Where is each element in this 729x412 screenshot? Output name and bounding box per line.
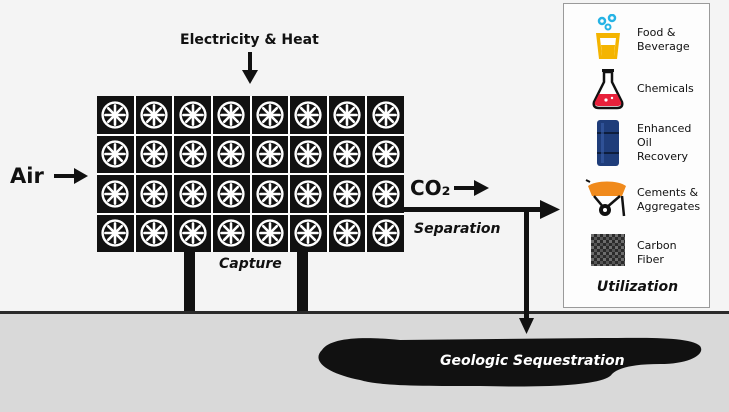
fan-unit: [251, 175, 289, 213]
fan-unit: [290, 175, 327, 213]
fan-icon: [101, 140, 129, 168]
fan-unit: [212, 214, 250, 252]
fan-icon: [140, 180, 168, 208]
fan-unit: [97, 135, 134, 173]
fan-icon: [101, 219, 129, 247]
fan-icon: [178, 140, 207, 168]
fan-unit: [251, 135, 289, 173]
fan-unit: [97, 175, 134, 213]
fan-unit: [328, 96, 366, 134]
fan-unit: [290, 214, 327, 252]
fan-icon: [294, 140, 323, 168]
chemical-flask-icon: [592, 69, 624, 110]
fan-unit: [251, 214, 289, 252]
energy-arrow: [242, 52, 258, 84]
air-arrow: [54, 168, 88, 184]
fan-unit: [367, 214, 404, 252]
fan-icon: [140, 219, 168, 247]
fan-icon: [372, 219, 400, 247]
fan-icon: [256, 101, 284, 129]
fan-icon: [333, 140, 361, 168]
fan-icon: [101, 180, 129, 208]
fan-icon: [256, 219, 284, 247]
util-label-chemicals: Chemicals: [637, 82, 694, 95]
util-item-cement: Cements &Aggregates: [564, 176, 711, 222]
collector-leg-left: [184, 250, 195, 311]
fan-icon: [333, 101, 361, 129]
energy-label: Electricity & Heat: [180, 32, 319, 48]
fan-unit: [174, 96, 211, 134]
fan-unit: [97, 96, 134, 134]
fan-unit: [367, 96, 404, 134]
util-item-chemicals: Chemicals: [564, 66, 711, 110]
fan-icon: [178, 180, 207, 208]
sequestration-layer: [318, 337, 702, 387]
co2-arrow: [454, 180, 489, 196]
fan-unit: [212, 96, 250, 134]
oil-barrel-icon: [597, 120, 619, 166]
fan-icon: [178, 101, 207, 129]
fan-unit: [135, 214, 173, 252]
fan-unit: [212, 175, 250, 213]
fan-unit: [135, 175, 173, 213]
fan-icon: [178, 219, 207, 247]
air-collector-array: [97, 96, 404, 252]
capture-label: Capture: [219, 256, 282, 272]
collector-leg-right: [297, 250, 308, 311]
fan-unit: [251, 96, 289, 134]
fan-icon: [372, 140, 400, 168]
fan-unit: [328, 175, 366, 213]
fan-icon: [217, 101, 245, 129]
fan-unit: [367, 135, 404, 173]
co2-label: CO₂: [410, 176, 451, 200]
air-label: Air: [10, 164, 44, 188]
fan-icon: [372, 101, 400, 129]
fan-icon: [140, 101, 168, 129]
fan-icon: [217, 180, 245, 208]
fan-unit: [212, 135, 250, 173]
fan-icon: [333, 219, 361, 247]
sequestration-pipe: [519, 212, 534, 334]
util-item-food: Food &Beverage: [564, 12, 711, 60]
fan-icon: [294, 101, 323, 129]
utilization-title: Utilization: [596, 279, 679, 295]
sequestration-label: Geologic Sequestration: [440, 353, 625, 369]
fan-unit: [328, 135, 366, 173]
cement-wheelbarrow-icon: [585, 179, 626, 217]
fan-icon: [217, 219, 245, 247]
fan-icon: [256, 180, 284, 208]
fan-unit: [290, 135, 327, 173]
fan-unit: [174, 175, 211, 213]
fan-unit: [174, 214, 211, 252]
fan-icon: [140, 140, 168, 168]
fan-icon: [294, 180, 323, 208]
beverage-cup-icon: [596, 14, 620, 59]
fan-unit: [367, 175, 404, 213]
fan-unit: [135, 96, 173, 134]
fan-icon: [217, 140, 245, 168]
fan-unit: [174, 135, 211, 173]
separation-label: Separation: [414, 221, 501, 237]
util-label-food: Food &Beverage: [637, 26, 690, 53]
fan-unit: [135, 135, 173, 173]
fan-icon: [256, 140, 284, 168]
fan-icon: [372, 180, 400, 208]
fan-icon: [101, 101, 129, 129]
fan-unit: [328, 214, 366, 252]
fan-unit: [97, 214, 134, 252]
carbon-fiber-icon: [591, 234, 625, 266]
util-label-cement: Cements &Aggregates: [637, 186, 701, 213]
fan-icon: [294, 219, 323, 247]
fan-unit: [290, 96, 327, 134]
fan-icon: [333, 180, 361, 208]
utilization-pipe: [402, 200, 560, 219]
